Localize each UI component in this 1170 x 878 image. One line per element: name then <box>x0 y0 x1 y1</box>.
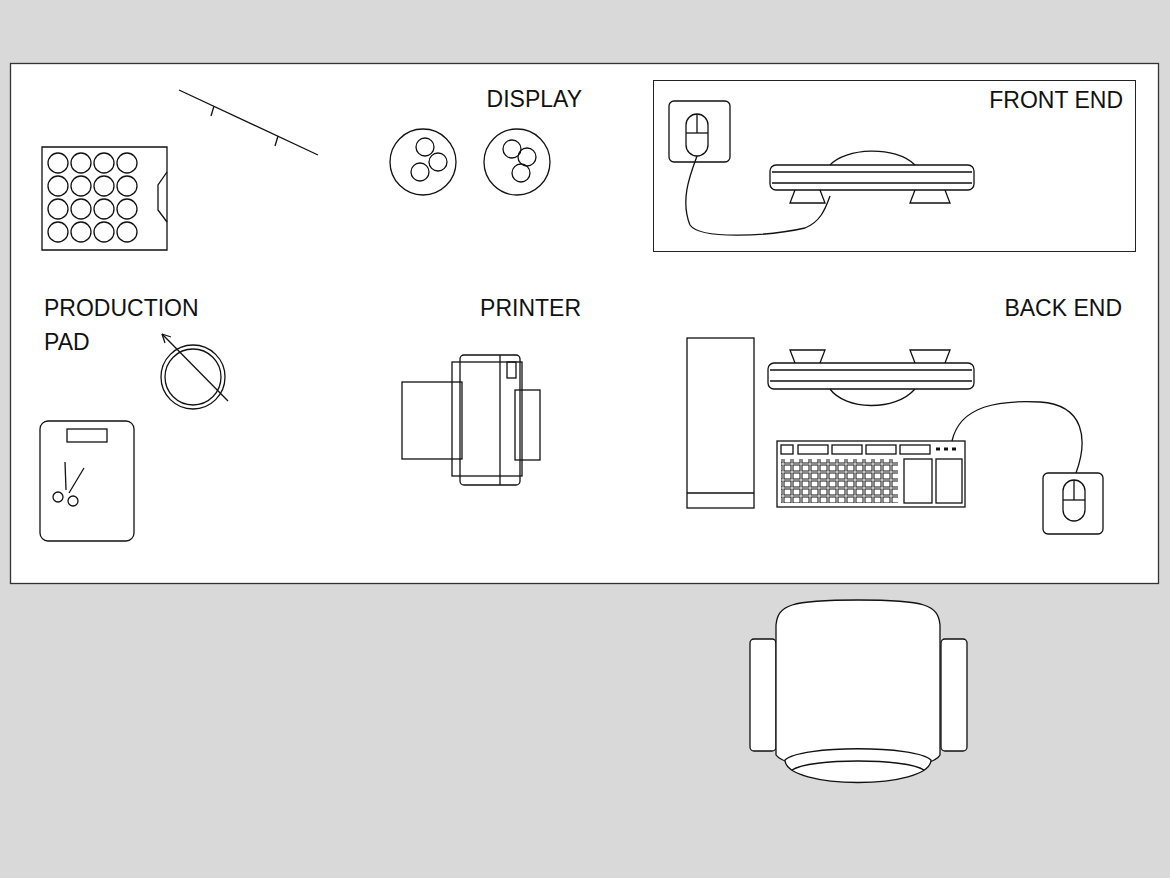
back-mouse <box>952 402 1103 534</box>
cutting-pad <box>40 421 134 541</box>
pc-tower <box>687 338 754 508</box>
printer <box>402 355 540 485</box>
back-monitor <box>768 350 974 406</box>
wire-coil <box>161 334 228 409</box>
ruler <box>179 90 318 155</box>
area-label: PRINTER <box>480 291 581 325</box>
zone-title: FRONT END <box>989 83 1123 117</box>
front-mouse <box>669 101 830 235</box>
area-label: BACK END <box>1004 291 1122 325</box>
front-monitor <box>770 151 974 203</box>
desk-top <box>11 64 1159 584</box>
well-tray <box>42 147 167 250</box>
petri-dishes <box>390 129 550 195</box>
area-label: DISPLAY <box>487 82 582 116</box>
office-chair <box>750 600 967 783</box>
keyboard <box>777 441 965 507</box>
zone-box: FRONT END <box>653 80 1136 252</box>
area-label: PRODUCTION PAD <box>44 291 219 359</box>
